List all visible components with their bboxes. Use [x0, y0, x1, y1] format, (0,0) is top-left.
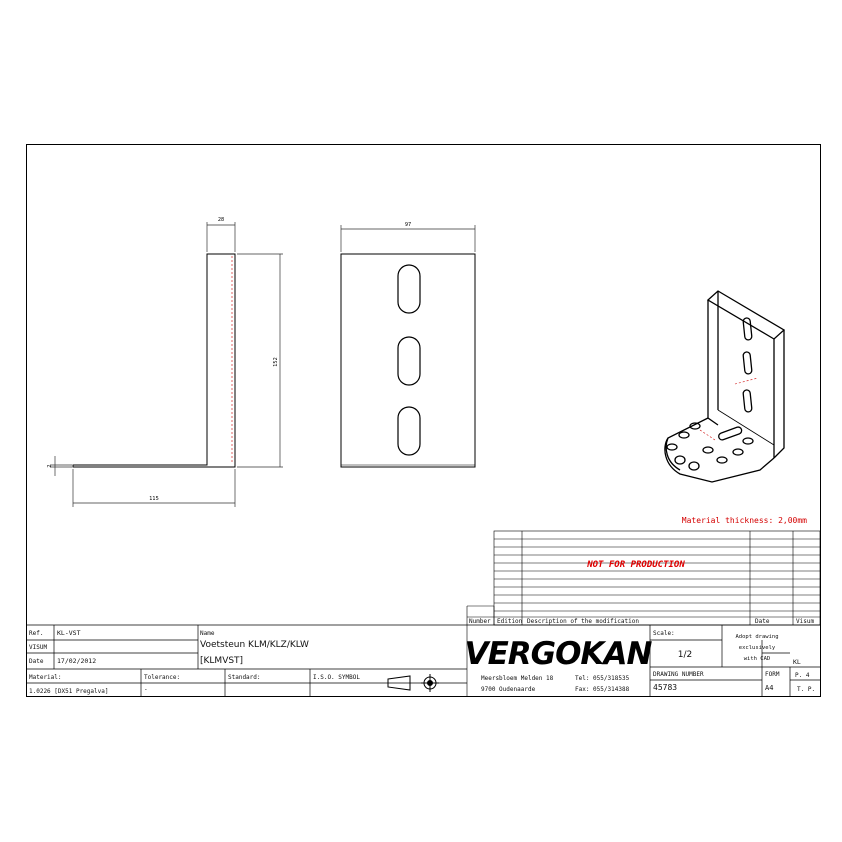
- ref-label: Ref.: [29, 630, 43, 637]
- address-line-1: Meersbloem Melden 18: [481, 675, 554, 682]
- tolerance-label: Tolerance:: [144, 674, 180, 681]
- rev-header-description: Description of the modification: [527, 618, 639, 625]
- material-label: Material:: [29, 674, 62, 681]
- rev-header-edition: Edition: [497, 618, 523, 625]
- drawing-number-label: DRAWING NUMBER: [653, 671, 704, 678]
- form-label: FORM: [765, 671, 780, 678]
- drawing-number: 45783: [653, 683, 677, 692]
- company-logo: VERGOKAN: [465, 636, 653, 672]
- projection-symbol-icon: [387, 674, 439, 692]
- title-block-grid: [26, 624, 820, 697]
- slot-top: [397, 264, 421, 314]
- isometric-view: [664, 290, 786, 483]
- adopt-note-1: Adopt drawing: [735, 634, 778, 640]
- company-fax: Fax: 055/314388: [575, 686, 630, 693]
- side-view: 28 152 2 115: [47, 217, 283, 507]
- iso-symbol-label: I.S.O. SYMBOL: [313, 674, 360, 681]
- page-label: P. 4: [795, 672, 810, 679]
- dim-base-length: 115: [149, 496, 159, 502]
- adopt-note-3: with CAD: [744, 656, 771, 662]
- scale-value: 1/2: [678, 650, 692, 660]
- address-line-2: 9700 Oudenaarde: [481, 686, 536, 693]
- code-value: KL: [793, 658, 801, 666]
- pages-value: T. P.: [797, 686, 815, 693]
- scale-label: Scale:: [653, 630, 675, 637]
- material-value: 1.0226 [DX51 Pregalva]: [29, 688, 108, 695]
- part-code: [KLMVST]: [200, 656, 243, 666]
- visum-label: VISUM: [29, 644, 47, 651]
- not-for-production-watermark: NOT FOR PRODUCTION: [586, 560, 685, 570]
- adopt-note-2: exclusively: [739, 645, 776, 651]
- drawing-border: [26, 144, 821, 697]
- standard-label: Standard:: [228, 674, 261, 681]
- revision-table: [466, 530, 821, 697]
- dim-plate-width: 97: [405, 222, 411, 228]
- dim-flange-width: 28: [218, 217, 224, 223]
- date-value: 17/02/2012: [57, 657, 96, 665]
- rev-header-number: Number: [469, 618, 491, 625]
- front-view: 97: [340, 222, 476, 468]
- ref-value: KL-VST: [57, 629, 81, 637]
- dim-thickness: 2: [47, 464, 53, 467]
- dim-height: 152: [273, 357, 279, 367]
- slot-bottom: [397, 406, 421, 456]
- tolerance-value: -: [144, 686, 148, 693]
- slot-middle: [397, 336, 421, 386]
- company-tel: Tel: 055/318535: [575, 675, 630, 682]
- part-name: Voetsteun KLM/KLZ/KLW: [200, 640, 309, 650]
- material-thickness-note: Material thickness: 2,00mm: [682, 516, 807, 525]
- name-label: Name: [200, 630, 215, 637]
- form-value: A4: [765, 684, 773, 692]
- rev-header-date: Date: [755, 618, 770, 625]
- date-label: Date: [29, 658, 44, 665]
- rev-header-visum: Visum: [796, 618, 814, 625]
